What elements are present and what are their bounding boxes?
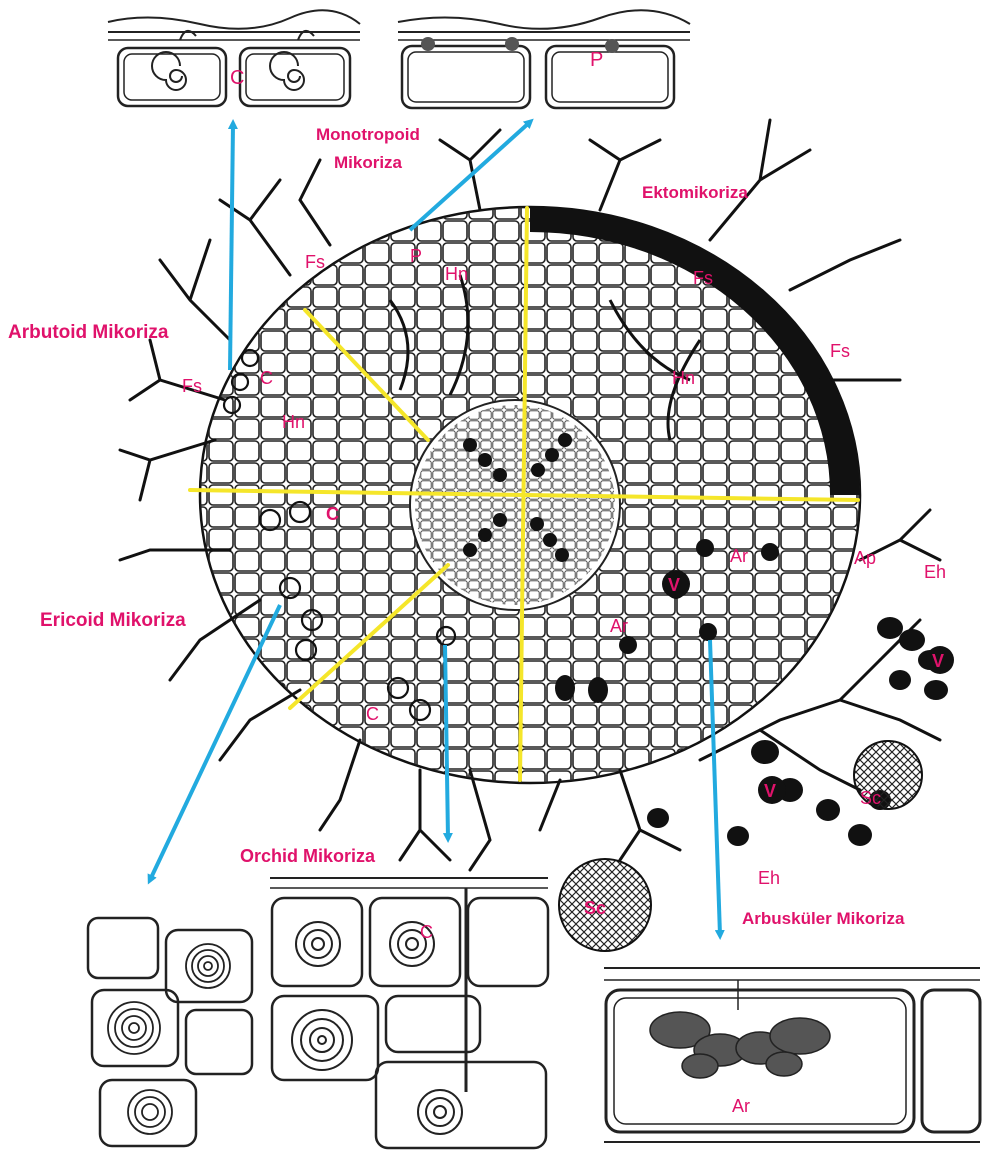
label-c-top: C xyxy=(230,67,244,89)
label-fs-3: Fs xyxy=(830,341,850,361)
label-hn-2: Hn xyxy=(672,368,695,388)
label-fs-2: Fs xyxy=(693,268,713,288)
label-sc-2: Sc xyxy=(584,898,606,918)
label-p-1: P xyxy=(410,246,422,266)
label-fs-4: Fs xyxy=(182,376,202,396)
label-ar-3: Ar xyxy=(732,1096,750,1116)
label-ar-2: Ar xyxy=(610,616,628,636)
label-hn-3: Hn xyxy=(282,412,305,432)
label-p-top: P xyxy=(590,49,603,71)
monotropoid-cell-inset xyxy=(398,10,690,114)
sector-title-arbutoid: Arbutoid Mikoriza xyxy=(8,322,169,343)
label-v-2: V xyxy=(932,651,944,671)
sector-title-ekto: Ektomikoriza xyxy=(642,183,748,202)
sector-title-ericoid: Ericoid Mikoriza xyxy=(40,610,186,631)
label-c-2: C xyxy=(326,504,339,524)
ericoid-cell-inset xyxy=(84,910,256,1150)
label-hn-1: Hn xyxy=(445,264,468,284)
arbutoid-cell-inset xyxy=(108,10,360,112)
sector-title-arbuskuler: Arbusküler Mikoriza xyxy=(742,909,905,928)
label-v-1: V xyxy=(668,575,680,595)
arbuscular-cell-inset xyxy=(600,962,984,1152)
label-ar-1: Ar xyxy=(730,546,748,566)
label-eh-1: Eh xyxy=(924,562,946,582)
label-c-4: C xyxy=(420,922,433,942)
label-fs-1: Fs xyxy=(305,252,325,272)
label-v-3: V xyxy=(764,781,776,801)
label-c-3: C xyxy=(366,704,379,724)
label-ap: Ap xyxy=(854,548,876,568)
label-eh-2: Eh xyxy=(758,868,780,888)
sector-title-orchid: Orchid Mikoriza xyxy=(240,846,376,866)
sector-title-monotropoid-1: Monotropoid xyxy=(316,125,420,144)
orchid-cell-inset xyxy=(262,872,552,1152)
sector-title-monotropoid-2: Mikoriza xyxy=(334,153,403,172)
label-sc-1: Sc xyxy=(860,788,881,808)
label-c-1: C xyxy=(260,368,273,388)
